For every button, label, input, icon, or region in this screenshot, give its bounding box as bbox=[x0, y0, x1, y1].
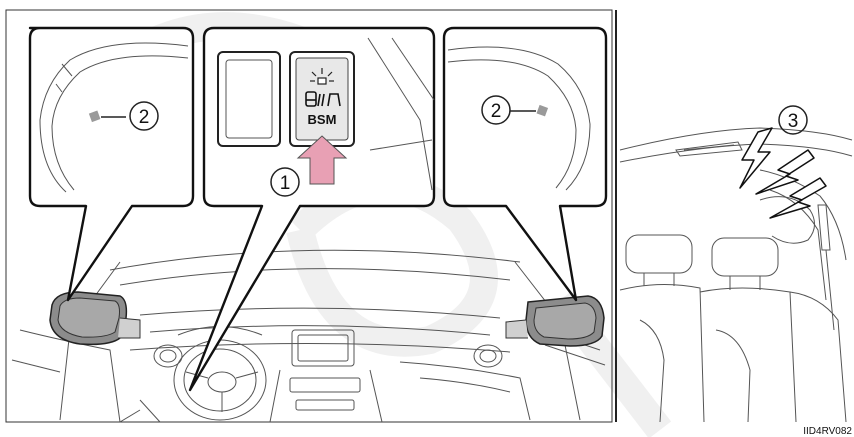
right-headrest bbox=[712, 238, 778, 276]
bsm-button-label: BSM bbox=[308, 112, 337, 127]
image-code: IID4RV082 bbox=[803, 426, 852, 437]
right-side-mirror bbox=[506, 296, 604, 346]
left-mirror-callout: 2 bbox=[30, 28, 193, 300]
callout-1: 1 bbox=[280, 173, 291, 194]
blank-switch bbox=[218, 52, 280, 146]
callout-2-left: 2 bbox=[139, 107, 150, 128]
rear-interior bbox=[620, 128, 852, 422]
buzzer-sound-icon bbox=[740, 128, 826, 218]
left-headrest bbox=[626, 235, 692, 273]
left-side-mirror bbox=[50, 292, 140, 344]
callout-2-right: 2 bbox=[491, 101, 502, 122]
callout-3: 3 bbox=[788, 111, 799, 132]
steering-wheel bbox=[174, 340, 266, 420]
